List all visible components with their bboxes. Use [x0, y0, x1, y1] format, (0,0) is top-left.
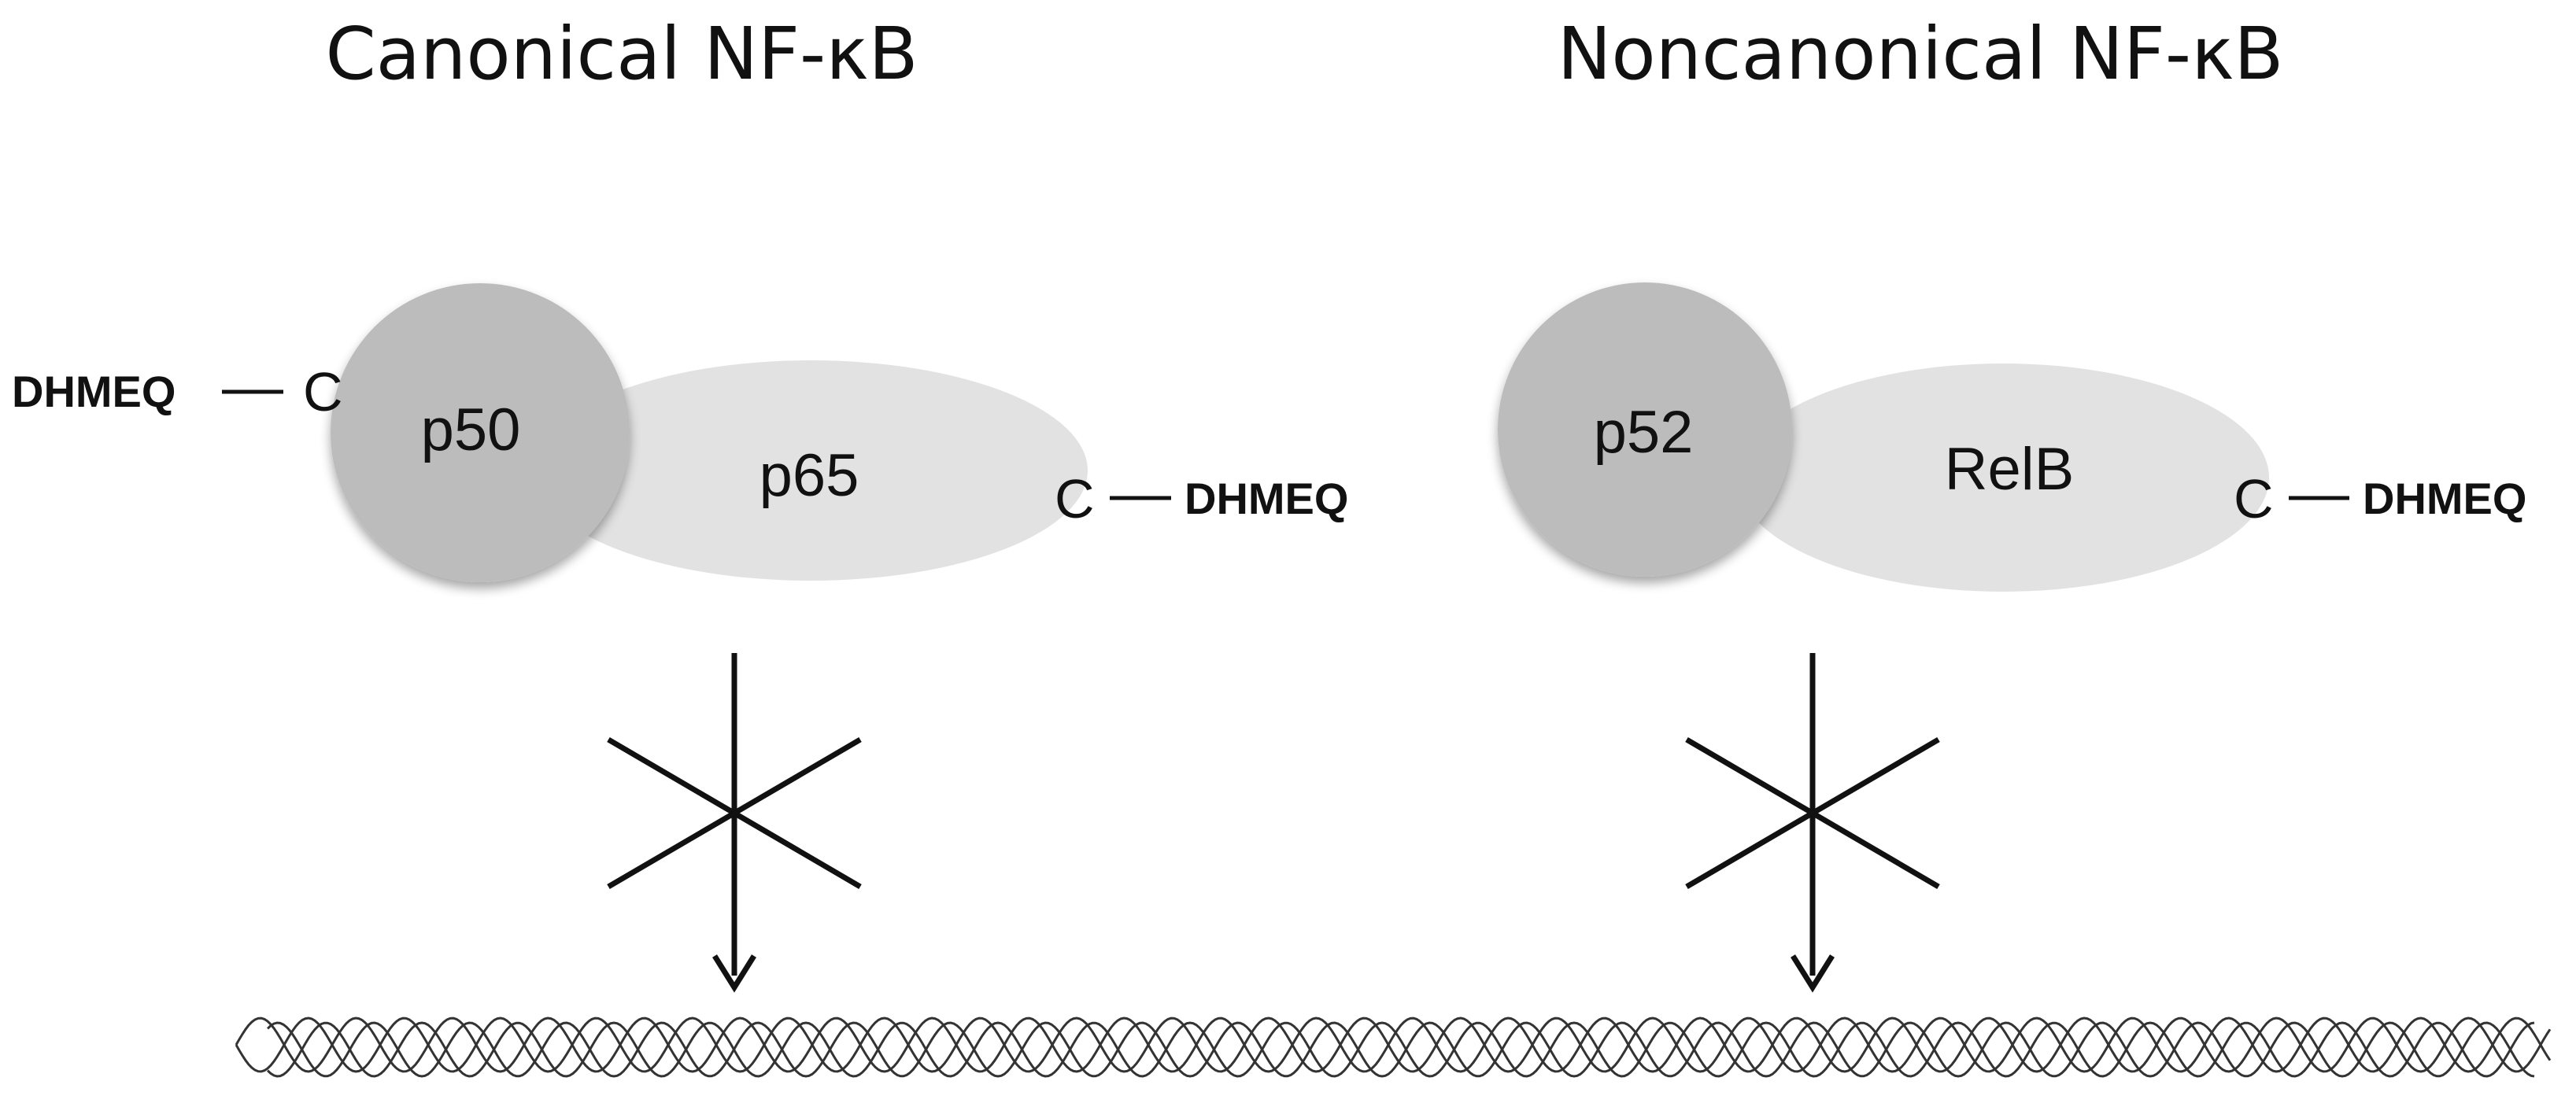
noncanonical-title: Noncanonical NF-κB — [1558, 12, 2284, 96]
canonical-dhmeq-right: DHMEQ — [1185, 474, 1348, 523]
noncanonical-complex: p52 RelB C DHMEQ — [1498, 282, 2526, 592]
arrow-head — [712, 954, 756, 993]
relb-label: RelB — [1945, 436, 2075, 503]
noncanonical-blocked-arrow — [1685, 653, 1940, 993]
canonical-blocked-arrow — [607, 653, 862, 993]
arrow-head — [1791, 954, 1835, 993]
p65-label: p65 — [759, 442, 859, 509]
p50-label: p50 — [421, 397, 521, 463]
p52-subunit — [1498, 282, 1792, 577]
relb-subunit — [1737, 363, 2269, 592]
block-cross-line — [607, 736, 862, 890]
canonical-complex: p50 p65 DHMEQ C C DHMEQ — [12, 283, 1348, 582]
canonical-dhmeq-left: DHMEQ — [12, 367, 176, 416]
noncanonical-cysteine-right: C — [2234, 468, 2274, 529]
dna-strand — [266, 1021, 2535, 1078]
canonical-cysteine-left: C — [303, 361, 343, 422]
noncanonical-dhmeq-right: DHMEQ — [2363, 474, 2526, 523]
dna-strand — [266, 1021, 2535, 1078]
block-cross-line — [1685, 736, 1940, 890]
p50-subunit — [331, 283, 630, 582]
p52-label: p52 — [1594, 399, 1694, 466]
dna-double-helix — [235, 1017, 2552, 1078]
p65-subunit — [534, 360, 1088, 581]
dna-strand — [235, 1017, 2552, 1073]
canonical-title: Canonical NF-κB — [325, 12, 918, 96]
canonical-cysteine-right: C — [1055, 468, 1095, 529]
